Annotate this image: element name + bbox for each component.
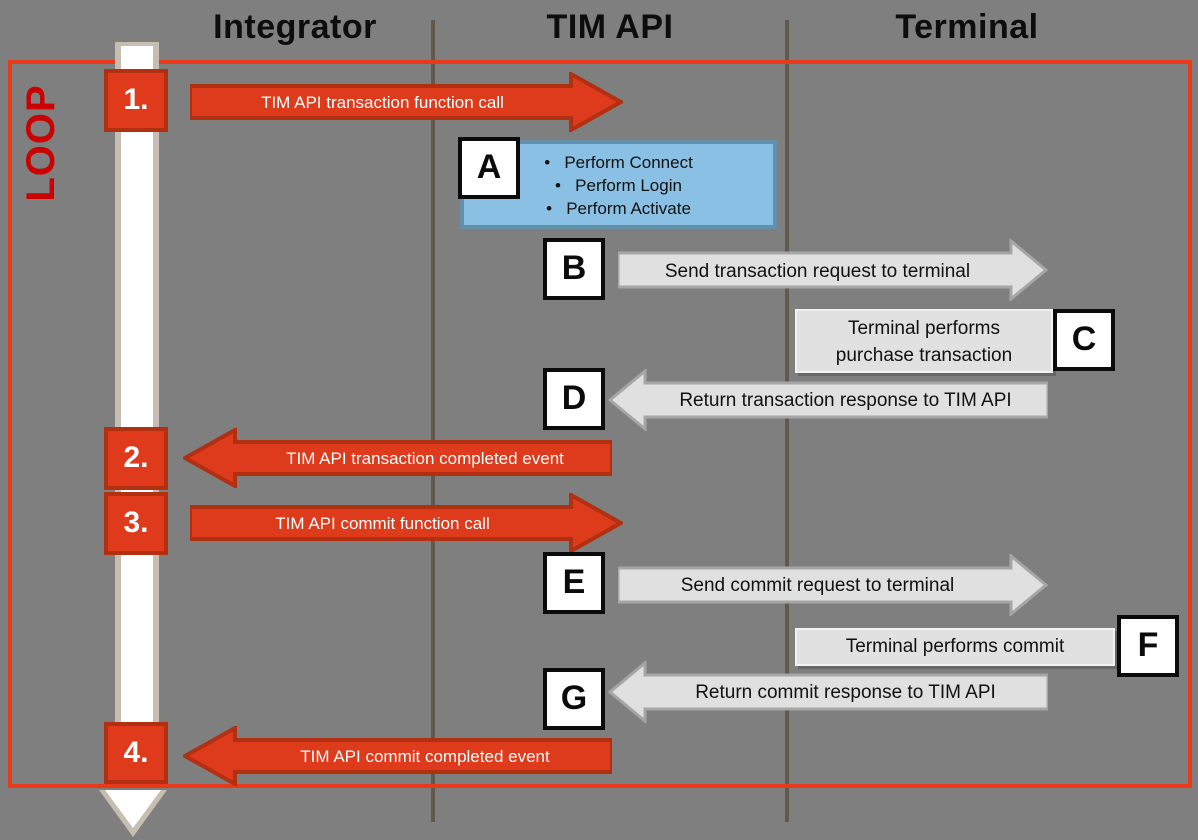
timeline-arrowhead-icon [105, 790, 161, 828]
step-number-4: 4. [104, 722, 168, 784]
note-line-perform-activate: Perform Activate [464, 197, 773, 220]
loop-label: LOOP [19, 84, 63, 202]
step-number-2: 2. [104, 427, 168, 490]
label-return-transaction-response: Return transaction response to TIM API [679, 390, 1012, 411]
step-letter-g: G [543, 668, 605, 730]
note-line-perform-connect: Perform Connect [464, 151, 773, 174]
label-send-transaction-request: Send transaction request to terminal [664, 261, 971, 282]
note-line-perform-login: Perform Login [464, 174, 773, 197]
info-box-terminal-performs-purchase: Terminal performs purchase transaction [795, 309, 1053, 373]
column-header-integrator: Integrator [213, 8, 377, 46]
info-line-terminal-performs: Terminal performs [847, 318, 1001, 339]
column-header-tim-api: TIM API [546, 8, 674, 46]
label-transaction-function-call: TIM API transaction function call [261, 93, 504, 112]
step-letter-b: B [543, 238, 605, 300]
info-line-terminal-performs-commit: Terminal performs commit [845, 636, 1065, 657]
label-commit-completed-event: TIM API commit completed event [300, 747, 550, 766]
step-letter-e: E [543, 552, 605, 614]
column-divider-integrator-timapi [431, 20, 435, 822]
arrow-commit-completed-event [183, 726, 612, 786]
arrow-send-commit-request [618, 554, 1048, 616]
arrow-return-commit-response [608, 661, 1048, 723]
timeline-lifeline-bar [115, 42, 159, 784]
label-send-commit-request: Send commit request to terminal [680, 575, 955, 596]
loop-boundary-rect [8, 60, 1192, 788]
arrow-send-transaction-request [618, 239, 1048, 301]
column-header-terminal: Terminal [895, 8, 1039, 46]
step-letter-c: C [1053, 309, 1115, 371]
step-letter-d: D [543, 368, 605, 430]
arrow-commit-function-call [190, 493, 623, 553]
arrow-transaction-function-call [190, 72, 623, 132]
column-divider-timapi-terminal [785, 20, 789, 822]
arrow-transaction-completed-event [183, 428, 612, 488]
step-letter-f: F [1117, 615, 1179, 677]
step-number-3: 3. [104, 492, 168, 555]
info-box-terminal-performs-commit: Terminal performs commit [795, 628, 1115, 666]
label-transaction-completed-event: TIM API transaction completed event [286, 449, 564, 468]
step-number-1: 1. [104, 69, 168, 132]
label-commit-function-call: TIM API commit function call [275, 514, 490, 533]
info-line-purchase-transaction: purchase transaction [835, 345, 1013, 366]
arrow-return-transaction-response [608, 369, 1048, 431]
label-return-commit-response: Return commit response to TIM API [695, 682, 996, 703]
step-letter-a: A [458, 137, 520, 199]
